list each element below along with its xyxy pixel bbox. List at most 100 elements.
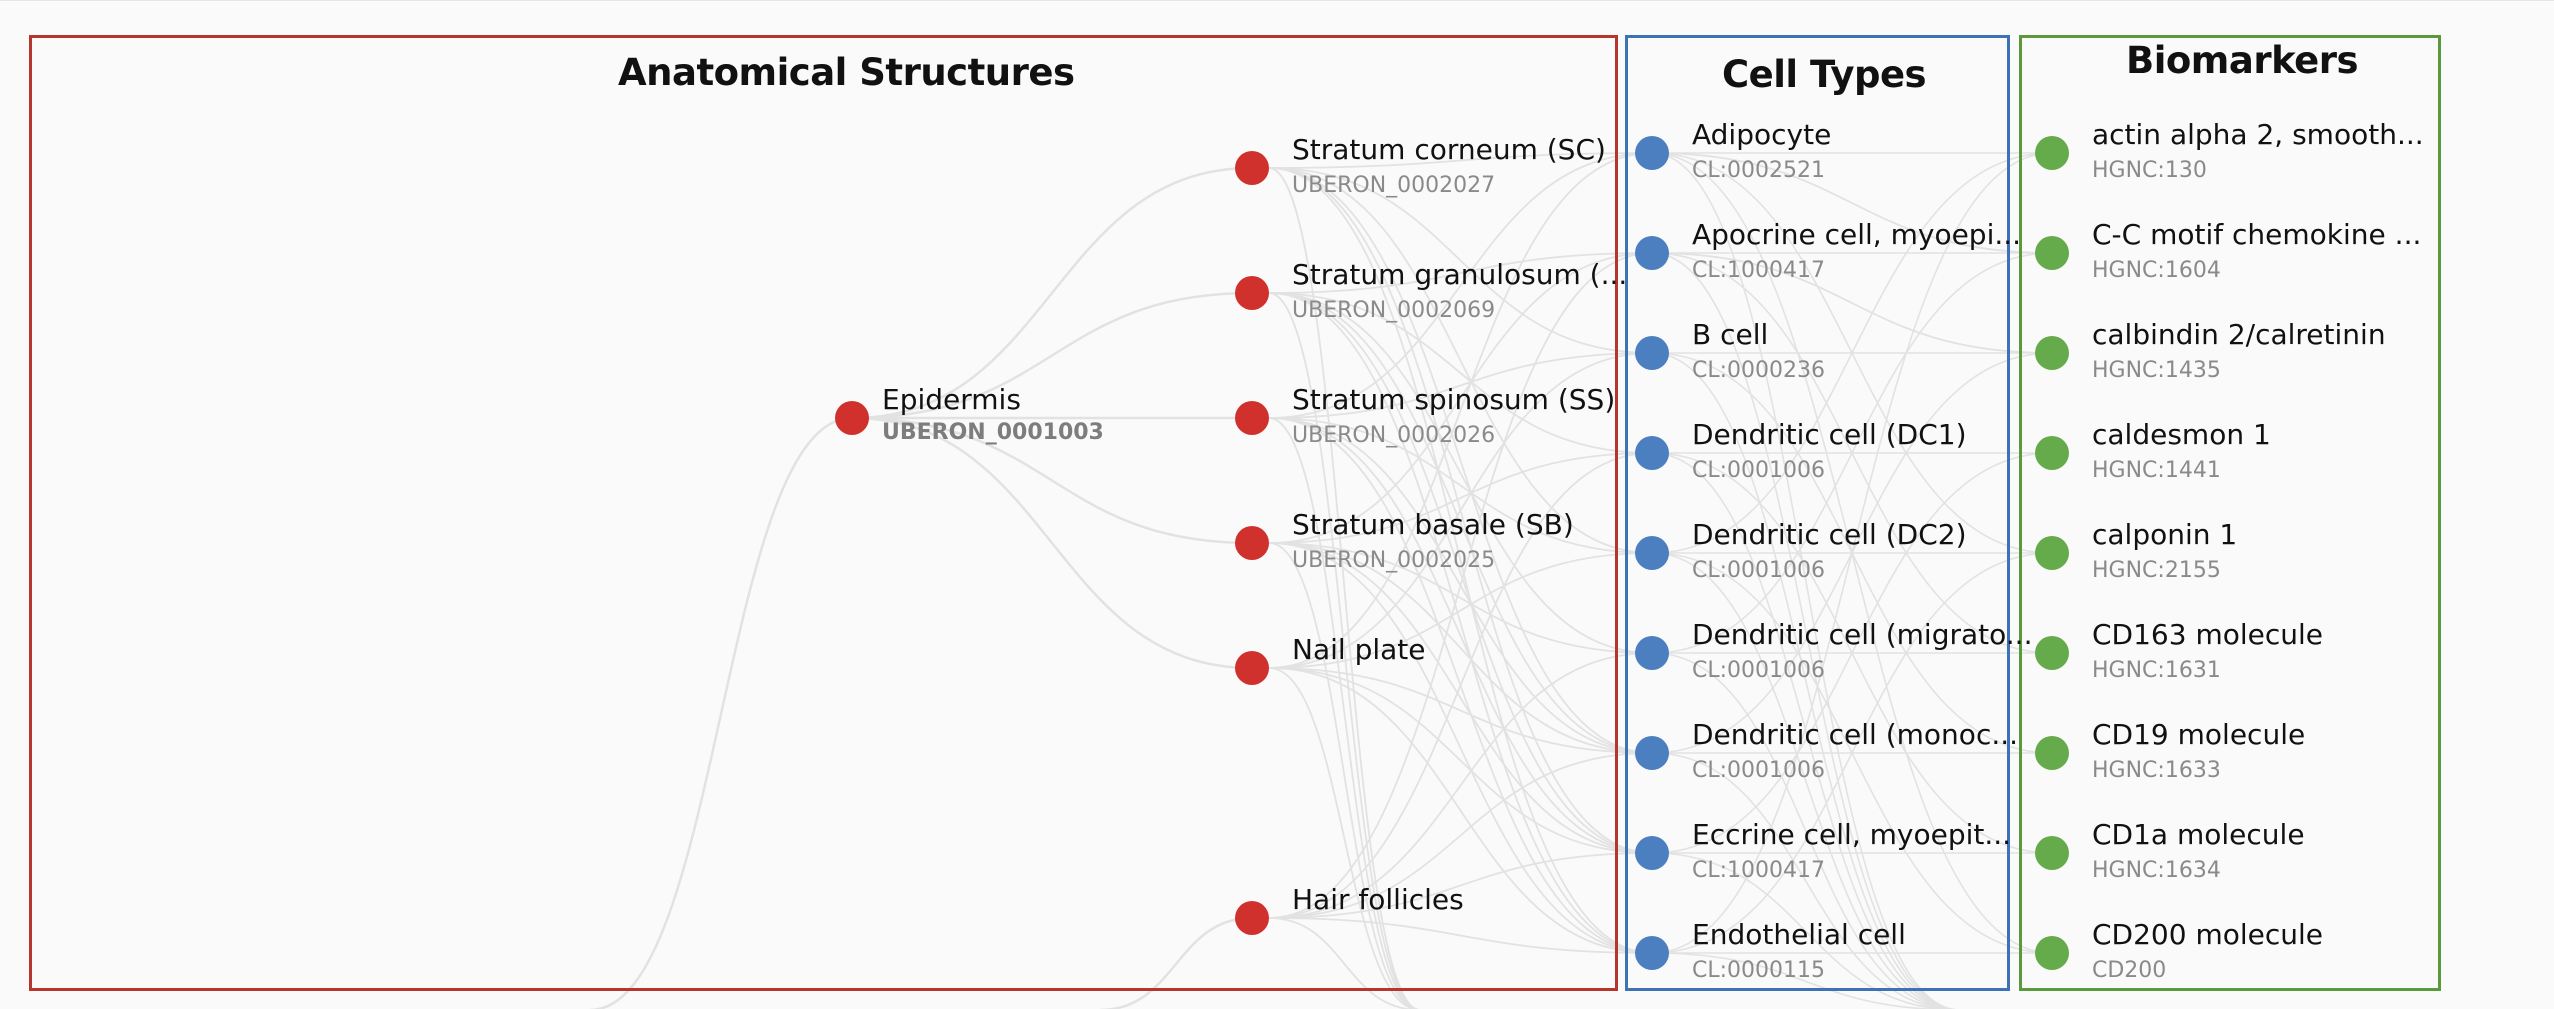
connector-line <box>1268 542 1420 1009</box>
as-node-stratum-spinosum[interactable] <box>1235 401 1269 435</box>
bm-id: HGNC:1631 <box>2092 658 2221 683</box>
bm-label[interactable]: CD1a molecule <box>2092 818 2305 851</box>
connector-line <box>1268 167 1653 754</box>
connector-line <box>1651 852 1956 1009</box>
bm-id: HGNC:2155 <box>2092 558 2221 583</box>
connector-line <box>1651 252 1959 1009</box>
as-id-stratum-basale: UBERON_0002025 <box>1292 548 1496 573</box>
ct-node[interactable] <box>1635 936 1669 970</box>
bm-label[interactable]: calbindin 2/calretinin <box>2092 318 2386 351</box>
connector-line <box>1651 352 1959 1009</box>
ct-id: CL:0001006 <box>1692 658 1826 683</box>
connector-line <box>1268 252 1653 919</box>
bm-label[interactable]: C-C motif chemokine ... <box>2092 218 2422 251</box>
ct-id: CL:1000417 <box>1692 258 1826 283</box>
connector-line <box>1268 417 1653 854</box>
bm-node[interactable] <box>2035 836 2069 870</box>
epidermis-node[interactable] <box>835 401 869 435</box>
bm-node[interactable] <box>2035 636 2069 670</box>
as-label-stratum-corneum[interactable]: Stratum corneum (SC) <box>1292 133 1606 166</box>
as-label-stratum-spinosum[interactable]: Stratum spinosum (SS) <box>1292 383 1616 416</box>
bm-label[interactable]: CD19 molecule <box>2092 718 2306 751</box>
connector-line <box>1268 352 1653 419</box>
ct-node[interactable] <box>1635 636 1669 670</box>
bm-id: HGNC:1435 <box>2092 358 2221 383</box>
connector-line <box>1651 552 1958 1009</box>
ct-label[interactable]: Endothelial cell <box>1692 918 1906 951</box>
bm-id: HGNC:130 <box>2092 158 2207 183</box>
ct-node[interactable] <box>1635 536 1669 570</box>
connector-line <box>1268 752 1653 919</box>
connector-line <box>1268 542 1653 954</box>
as-label-nail-plate[interactable]: Nail plate <box>1292 633 1426 666</box>
connector-line <box>1268 667 1653 854</box>
connector-line <box>851 291 1253 420</box>
ct-label[interactable]: B cell <box>1692 318 1769 351</box>
as-node-nail-plate[interactable] <box>1235 651 1269 685</box>
ct-label[interactable]: Dendritic cell (DC2) <box>1692 518 1967 551</box>
connector-line <box>1651 252 2053 654</box>
bm-label[interactable]: caldesmon 1 <box>2092 418 2271 451</box>
bm-node[interactable] <box>2035 136 2069 170</box>
ct-node[interactable] <box>1635 736 1669 770</box>
connector-line <box>1268 152 1653 169</box>
connector-line <box>1268 167 1653 954</box>
bm-node[interactable] <box>2035 336 2069 370</box>
bm-id: HGNC:1633 <box>2092 758 2221 783</box>
connector-line <box>1268 152 1653 669</box>
epidermis-label[interactable]: Epidermis <box>882 383 1021 416</box>
bm-node[interactable] <box>2035 236 2069 270</box>
as-node-stratum-corneum[interactable] <box>1235 151 1269 185</box>
biomarkers-title: Biomarkers <box>2126 39 2359 82</box>
connector-line <box>1268 292 1653 754</box>
connector-line <box>1651 152 2053 954</box>
ct-node[interactable] <box>1635 236 1669 270</box>
ct-node[interactable] <box>1635 136 1669 170</box>
connector-line <box>1268 167 1653 554</box>
connector-line <box>851 416 1253 670</box>
as-label-hair-follicles[interactable]: Hair follicles <box>1292 883 1464 916</box>
ct-id: CL:0000115 <box>1692 958 1826 983</box>
ct-label[interactable]: Apocrine cell, myoepi... <box>1692 218 2022 251</box>
connector-line <box>1651 952 1950 1009</box>
as-node-hair-follicles[interactable] <box>1235 901 1269 935</box>
ct-node[interactable] <box>1635 836 1669 870</box>
connector-line <box>1268 417 1653 554</box>
anatomical-structures-title: Anatomical Structures <box>618 51 1075 94</box>
as-node-stratum-basale[interactable] <box>1235 526 1269 560</box>
as-label-stratum-basale[interactable]: Stratum basale (SB) <box>1292 508 1574 541</box>
bm-node[interactable] <box>2035 536 2069 570</box>
as-id-stratum-spinosum: UBERON_0002026 <box>1292 423 1496 448</box>
connector-line <box>1651 152 1959 1009</box>
bm-node[interactable] <box>2035 436 2069 470</box>
cell-types-panel <box>1625 35 2010 991</box>
as-node-stratum-granulosum[interactable] <box>1235 276 1269 310</box>
bm-label[interactable]: CD163 molecule <box>2092 618 2324 651</box>
as-id-stratum-granulosum: UBERON_0002069 <box>1292 298 1496 323</box>
ct-node[interactable] <box>1635 336 1669 370</box>
bm-label[interactable]: calponin 1 <box>2092 518 2238 551</box>
connector-line <box>1268 167 1653 354</box>
ct-label[interactable]: Dendritic cell (migrato... <box>1692 618 2033 651</box>
cell-types-title: Cell Types <box>1722 53 1927 96</box>
ct-id: CL:0001006 <box>1692 458 1826 483</box>
bm-label[interactable]: CD200 molecule <box>2092 918 2324 951</box>
ct-node[interactable] <box>1635 436 1669 470</box>
bm-label[interactable]: actin alpha 2, smooth... <box>2092 118 2424 151</box>
bm-node[interactable] <box>2035 936 2069 970</box>
connector-line <box>1268 542 1653 854</box>
connector-line <box>1651 552 2053 954</box>
ct-label[interactable]: Dendritic cell (DC1) <box>1692 418 1967 451</box>
ct-label[interactable]: Dendritic cell (monoc... <box>1692 718 2019 751</box>
connector-line <box>1268 252 1653 294</box>
bm-node[interactable] <box>2035 736 2069 770</box>
connector-line <box>1268 417 1420 1009</box>
ct-label[interactable]: Adipocyte <box>1692 118 1832 151</box>
ct-id: CL:0002521 <box>1692 158 1826 183</box>
connector-line <box>1268 667 1420 1009</box>
ct-label[interactable]: Eccrine cell, myoepit... <box>1692 818 2012 851</box>
connector-line <box>1268 292 1653 654</box>
as-label-stratum-granulosum[interactable]: Stratum granulosum (... <box>1292 258 1628 291</box>
